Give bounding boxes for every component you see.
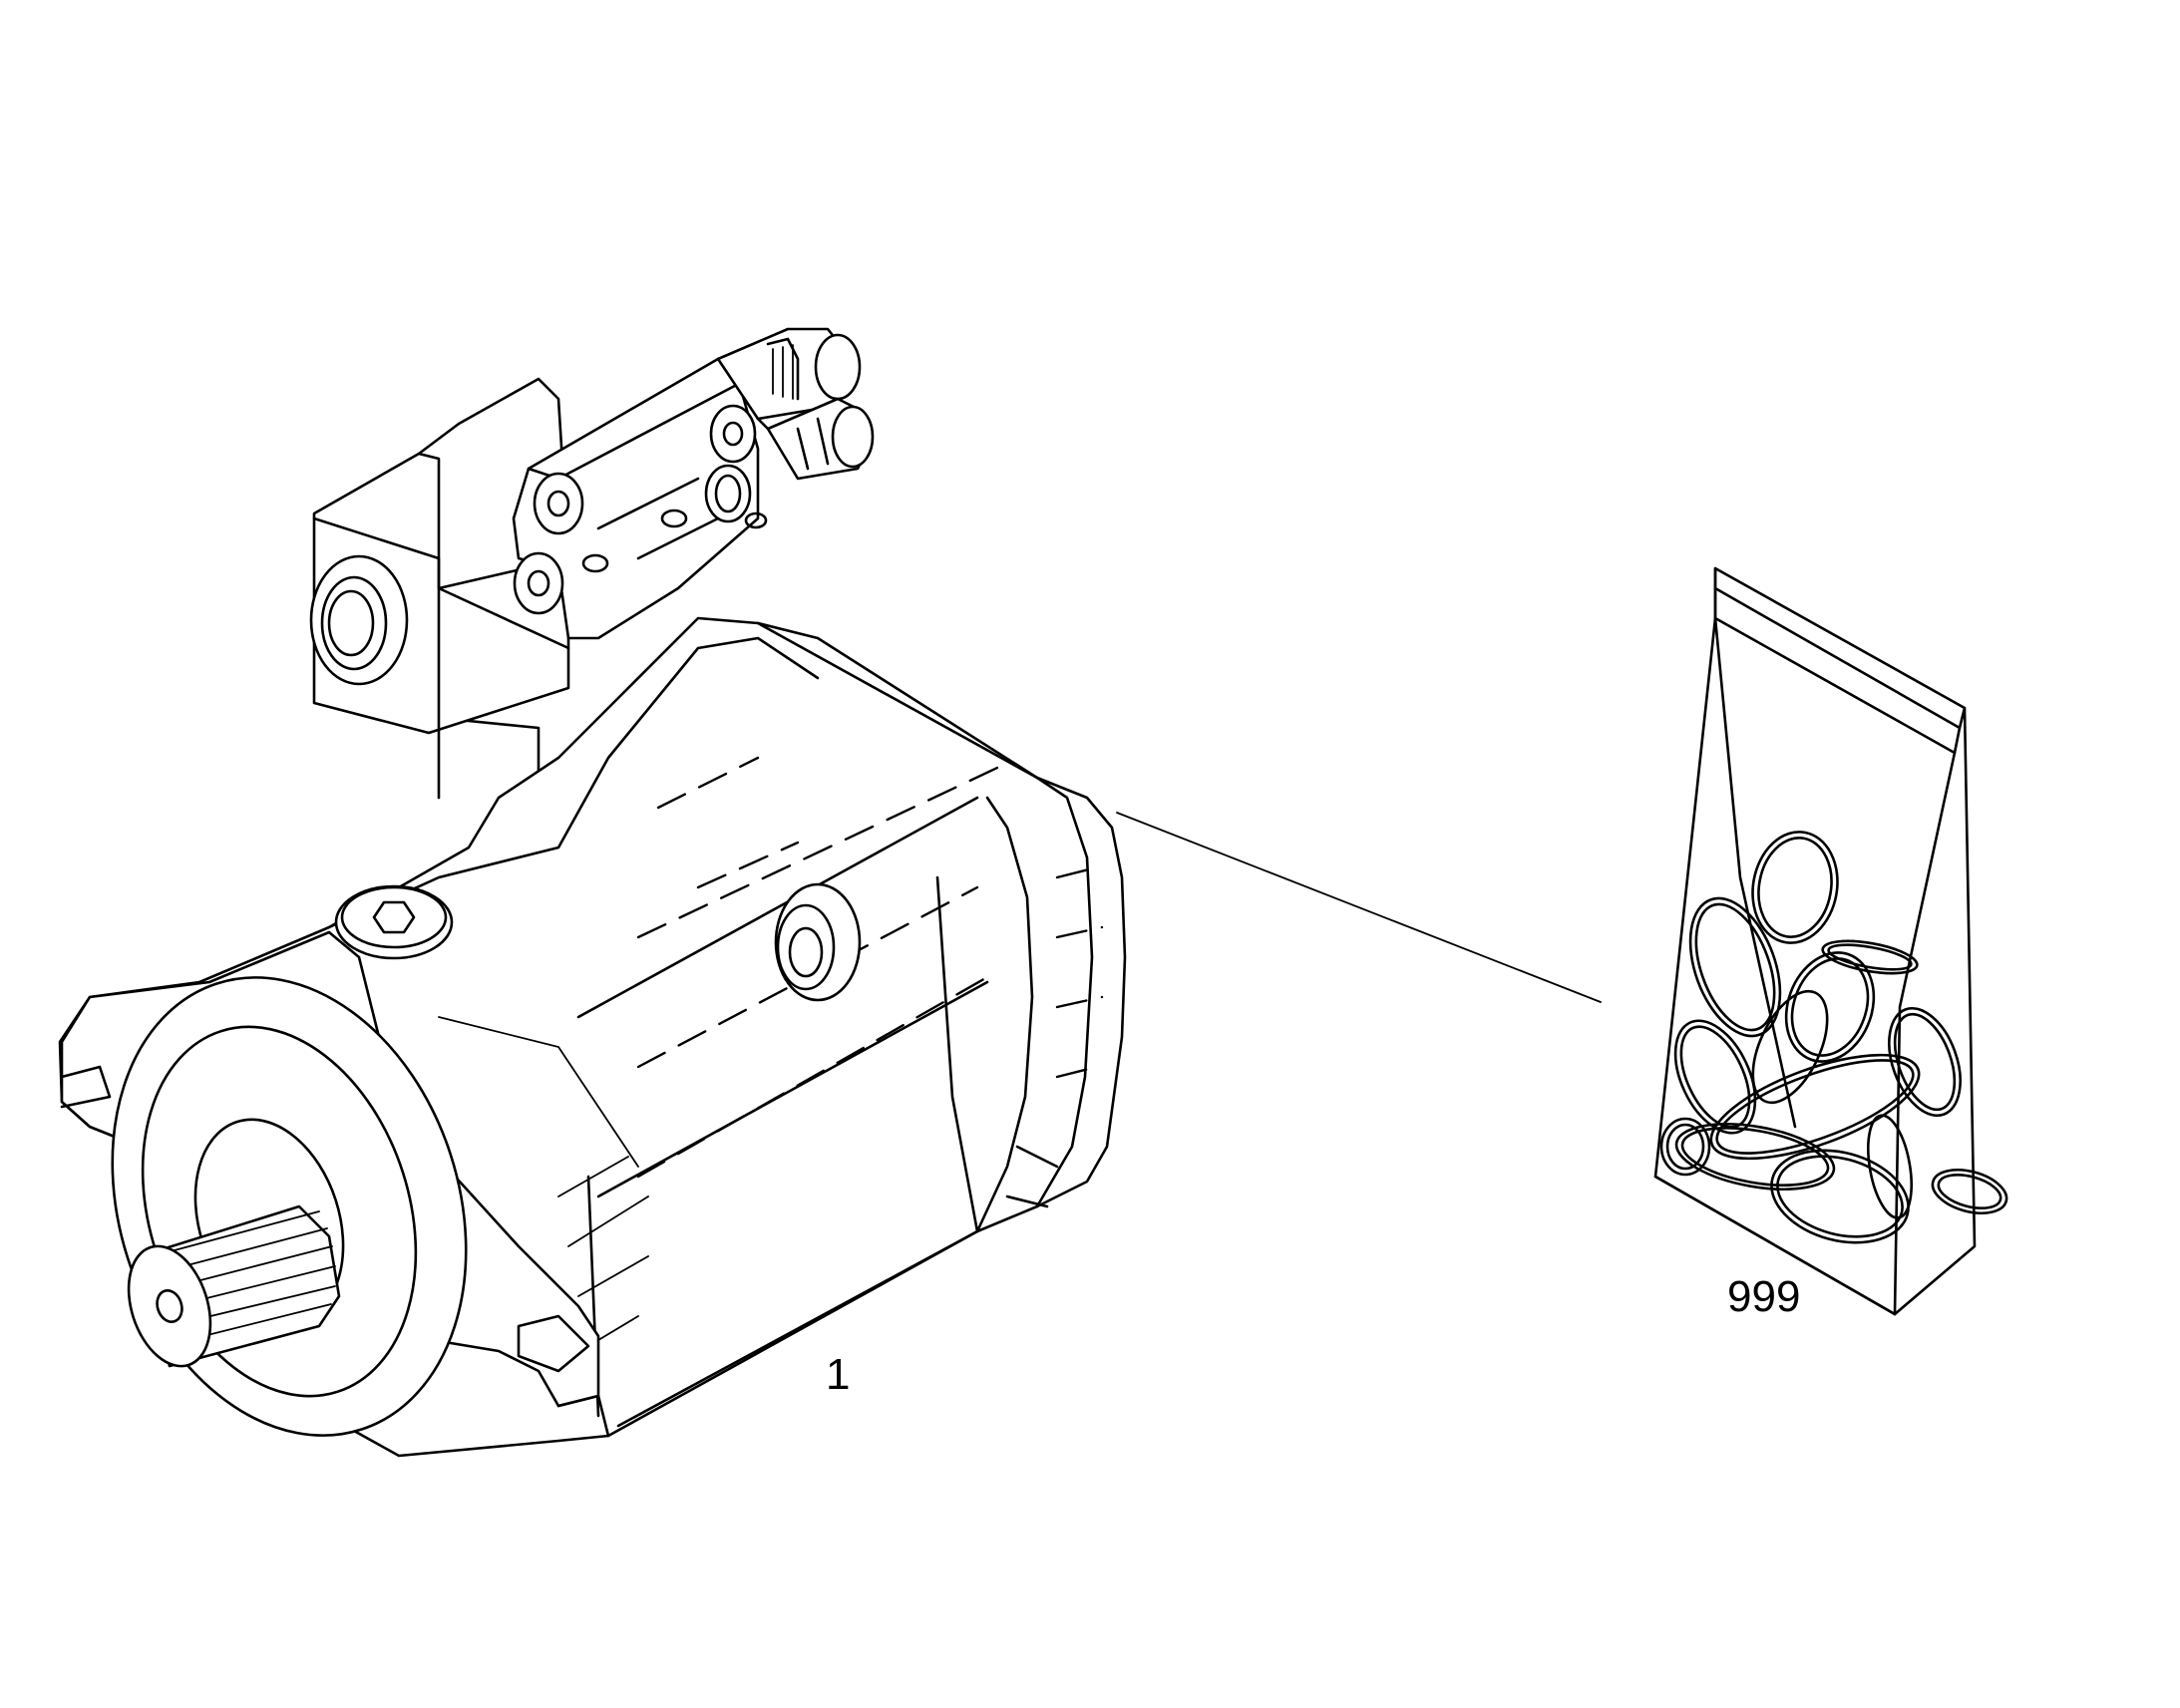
pump-side-boss [774,882,862,1002]
callout-label-pump: 1 [826,1350,850,1399]
callout-leader-line [1116,812,1602,1003]
pump-control-block [309,377,570,735]
pump-splined-shaft [127,1204,341,1368]
hydraulic-pump [58,327,1127,1458]
pump-adjuster-cartridges [716,327,875,481]
pump-regulator-valve [512,357,768,640]
seal-kit-o-rings [1659,831,2008,1244]
pump-port-plug [334,884,454,960]
seal-kit-bag [1653,566,2008,1316]
callout-label-seal-kit: 999 [1727,1272,1800,1321]
